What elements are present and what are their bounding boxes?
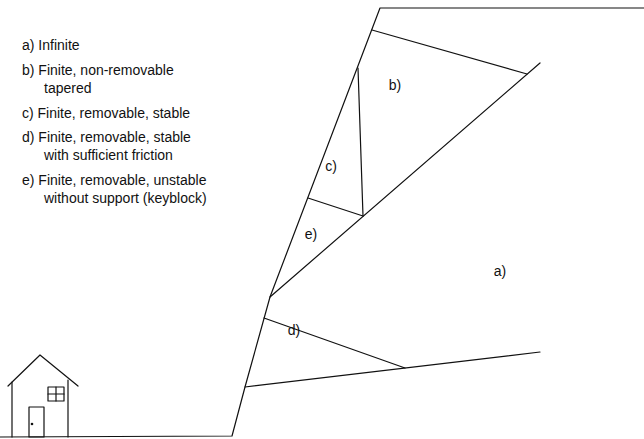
legend-line: d) Finite, removable, stable with suffic… (22, 128, 218, 164)
joint-plane (264, 318, 405, 368)
block-label: e) (305, 225, 317, 243)
legend-line: a) Infinite (22, 36, 262, 54)
legend-line: e) Finite, removable, unstable without s… (22, 171, 244, 207)
joint-plane (245, 352, 540, 387)
block-label: c) (325, 157, 337, 175)
slope-profile (0, 8, 644, 437)
door-knob (31, 423, 34, 426)
block-label: b) (389, 76, 401, 94)
joint-plane (270, 63, 540, 297)
block-label: d) (288, 321, 300, 339)
block-label: a) (494, 262, 506, 280)
legend-line: c) Finite, removable, stable (22, 104, 262, 122)
joint-plane (308, 198, 363, 216)
house-icon (8, 355, 78, 437)
joint-plane (372, 30, 527, 74)
joint-plane (358, 68, 363, 216)
legend-line: b) Finite, non-removable tapered (22, 61, 200, 97)
